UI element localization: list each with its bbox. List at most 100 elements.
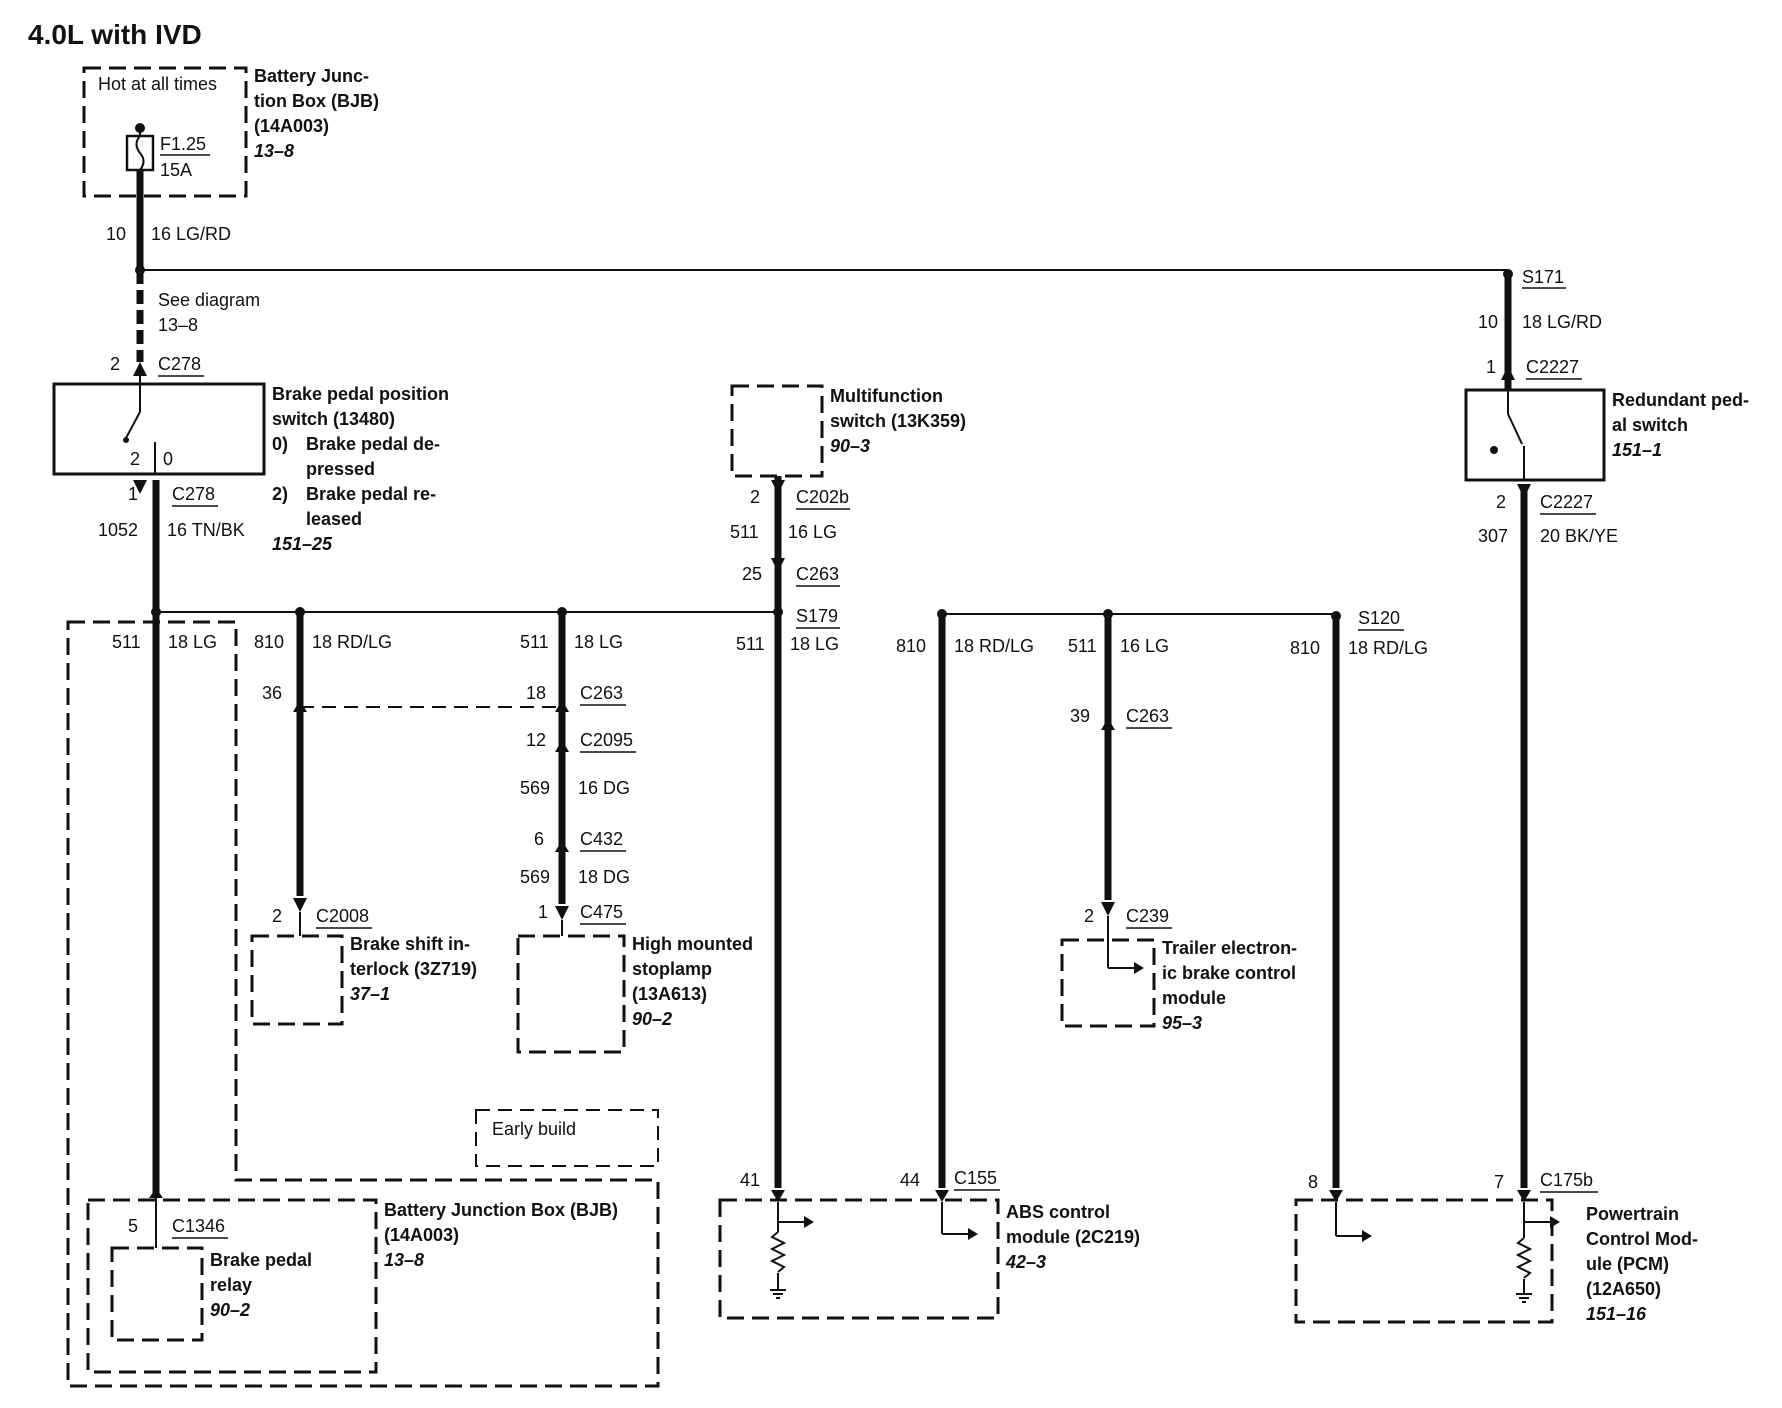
stop-conn-c432: C432 xyxy=(580,829,623,849)
relay-ref: 90–2 xyxy=(210,1300,250,1320)
battery-junction-box-top: Hot at all times Battery Junc- tion Box … xyxy=(82,66,379,198)
pcm-pin-b: 7 xyxy=(1494,1172,1504,1192)
red-conn-in: C2227 xyxy=(1526,357,1579,377)
stop-name-2: stoplamp xyxy=(632,959,712,979)
mfs-conn1: C202b xyxy=(796,487,849,507)
high-mounted-stoplamp: High mounted stoplamp (13A613) 90–2 xyxy=(516,920,753,1054)
drop-b-circuit: 810 xyxy=(254,632,284,652)
abs-name-1: ABS control xyxy=(1006,1202,1110,1222)
stop-wire1: 16 DG xyxy=(578,778,630,798)
relay-name-2: relay xyxy=(210,1275,252,1295)
hot-at-all-times-label: Hot at all times xyxy=(98,74,217,94)
brake-pedal-relay xyxy=(110,1246,204,1342)
stop-conn-c2095: C2095 xyxy=(580,730,633,750)
abs-pin-b: 44 xyxy=(900,1170,920,1190)
fuse-rating: 15A xyxy=(160,160,192,180)
mfs-ref: 90–3 xyxy=(830,436,870,456)
drop-c-wire: 18 LG xyxy=(574,632,623,652)
multifunction-switch: Multifunction switch (13K359) 90–3 2 C20… xyxy=(730,384,966,629)
bjb-top-name-1: Battery Junc- xyxy=(254,66,369,86)
trailer-conn-c263: C263 xyxy=(1126,706,1169,726)
pcm-pin-a: 8 xyxy=(1308,1172,1318,1192)
red-name-2: al switch xyxy=(1612,415,1688,435)
trailer-pin-c263: 39 xyxy=(1070,706,1090,726)
red-out-wire: 20 BK/YE xyxy=(1540,526,1618,546)
redundant-pedal-switch: 10 18 LG/RD 1 C2227 Redundant ped- al sw… xyxy=(1464,312,1749,546)
pcm-name-1: Powertrain xyxy=(1586,1204,1679,1224)
abs-conn: C155 xyxy=(954,1168,997,1188)
pcm-name-2: Control Mod- xyxy=(1586,1229,1698,1249)
bpp-conn-in-pin: 2 xyxy=(110,354,120,374)
stop-circ2: 569 xyxy=(520,867,550,887)
bjb-top-ref: 13–8 xyxy=(254,141,294,161)
brake-pedal-position-switch: 2 C278 2 0 Brake pedal position switch (… xyxy=(52,354,449,554)
bpp-state0-2: pressed xyxy=(306,459,375,479)
abs-ref: 42–3 xyxy=(1005,1252,1046,1272)
drop-d-circuit: 511 xyxy=(736,634,765,654)
pcm-part: (12A650) xyxy=(1586,1279,1661,1299)
stop-circ1: 569 xyxy=(520,778,550,798)
bpp-name-1: Brake pedal position xyxy=(272,384,449,404)
trailer-name-1: Trailer electron- xyxy=(1162,938,1297,958)
pcm-name-3: ule (PCM) xyxy=(1586,1254,1669,1274)
shift-name-1: Brake shift in- xyxy=(350,934,470,954)
drop-f-wire: 16 LG xyxy=(1120,636,1169,656)
trailer-brake-control-module: Trailer electron- ic brake control modul… xyxy=(1060,916,1297,1033)
fuse-icon xyxy=(125,123,155,172)
bpp-state0-1: Brake pedal de- xyxy=(306,434,440,454)
powertrain-control-module: 8 7 C175b Powertrain Control Mod- ule (P… xyxy=(1294,1170,1698,1324)
mfs-name-1: Multifunction xyxy=(830,386,943,406)
trailer-name-2: ic brake control xyxy=(1162,963,1296,983)
bjb-top-part: (14A003) xyxy=(254,116,329,136)
mfs-pin1: 2 xyxy=(750,487,760,507)
shift-name-2: terlock (3Z719) xyxy=(350,959,477,979)
stop-wire2: 18 DG xyxy=(578,867,630,887)
see-diagram-ref: 13–8 xyxy=(158,315,198,335)
abs-control-module: 41 44 C155 ABS control module (2C219) 42… xyxy=(718,1168,1140,1320)
pcm-ref: 151–16 xyxy=(1586,1304,1647,1324)
feed-circuit: 10 xyxy=(106,224,126,244)
bpp-state2-2: leased xyxy=(306,509,362,529)
bpp-pos-b: 0 xyxy=(163,449,173,469)
stop-pin-c263: 18 xyxy=(526,683,546,703)
bjb-bottom-name: Battery Junction Box (BJB) xyxy=(384,1200,618,1220)
s171-wire: 18 LG/RD xyxy=(1522,312,1602,332)
drop-a-circuit: 511 xyxy=(112,632,141,652)
trailer-name-3: module xyxy=(1162,988,1226,1008)
relay-name-1: Brake pedal xyxy=(210,1250,312,1270)
stop-pin-c2095: 12 xyxy=(526,730,546,750)
abs-name-2: module (2C219) xyxy=(1006,1227,1140,1247)
pcm-conn: C175b xyxy=(1540,1170,1593,1190)
red-conn-out-pin: 2 xyxy=(1496,492,1506,512)
splice-s171: S171 xyxy=(1522,267,1564,287)
red-ref: 151–1 xyxy=(1612,440,1662,460)
shift-ref: 37–1 xyxy=(350,984,390,1004)
mfs-circuit: 511 xyxy=(730,522,759,542)
stop-name-1: High mounted xyxy=(632,934,753,954)
red-conn-in-pin: 1 xyxy=(1486,357,1496,377)
drop-e-wire: 18 RD/LG xyxy=(954,636,1034,656)
bjb-bottom-pin: 5 xyxy=(128,1216,138,1236)
shift-pin-c2008: 2 xyxy=(272,906,282,926)
bjb-top-name-2: tion Box (BJB) xyxy=(254,91,379,111)
early-build-label: Early build xyxy=(492,1119,576,1139)
splice-s179: S179 xyxy=(796,606,838,626)
drop-g-wire: 18 RD/LG xyxy=(1348,638,1428,658)
drop-b-wire: 18 RD/LG xyxy=(312,632,392,652)
stop-ref: 90–2 xyxy=(632,1009,672,1029)
s171-circuit: 10 xyxy=(1478,312,1498,332)
early-build-label-box xyxy=(475,1109,659,1167)
feed-wire: 16 LG/RD xyxy=(151,224,231,244)
bpp-state2-1: Brake pedal re- xyxy=(306,484,436,504)
abs-pin-a: 41 xyxy=(740,1170,760,1190)
drop-d-wire: 18 LG xyxy=(790,634,839,654)
bpp-state2-num: 2) xyxy=(272,484,288,504)
trailer-pin-c239: 2 xyxy=(1084,906,1094,926)
trailer-ref: 95–3 xyxy=(1162,1013,1202,1033)
mfs-wire: 16 LG xyxy=(788,522,837,542)
bpp-out-circuit: 1052 xyxy=(98,520,138,540)
stop-conn-c475: C475 xyxy=(580,902,623,922)
mfs-conn2: C263 xyxy=(796,564,839,584)
drop-g-circuit: 810 xyxy=(1290,638,1320,658)
